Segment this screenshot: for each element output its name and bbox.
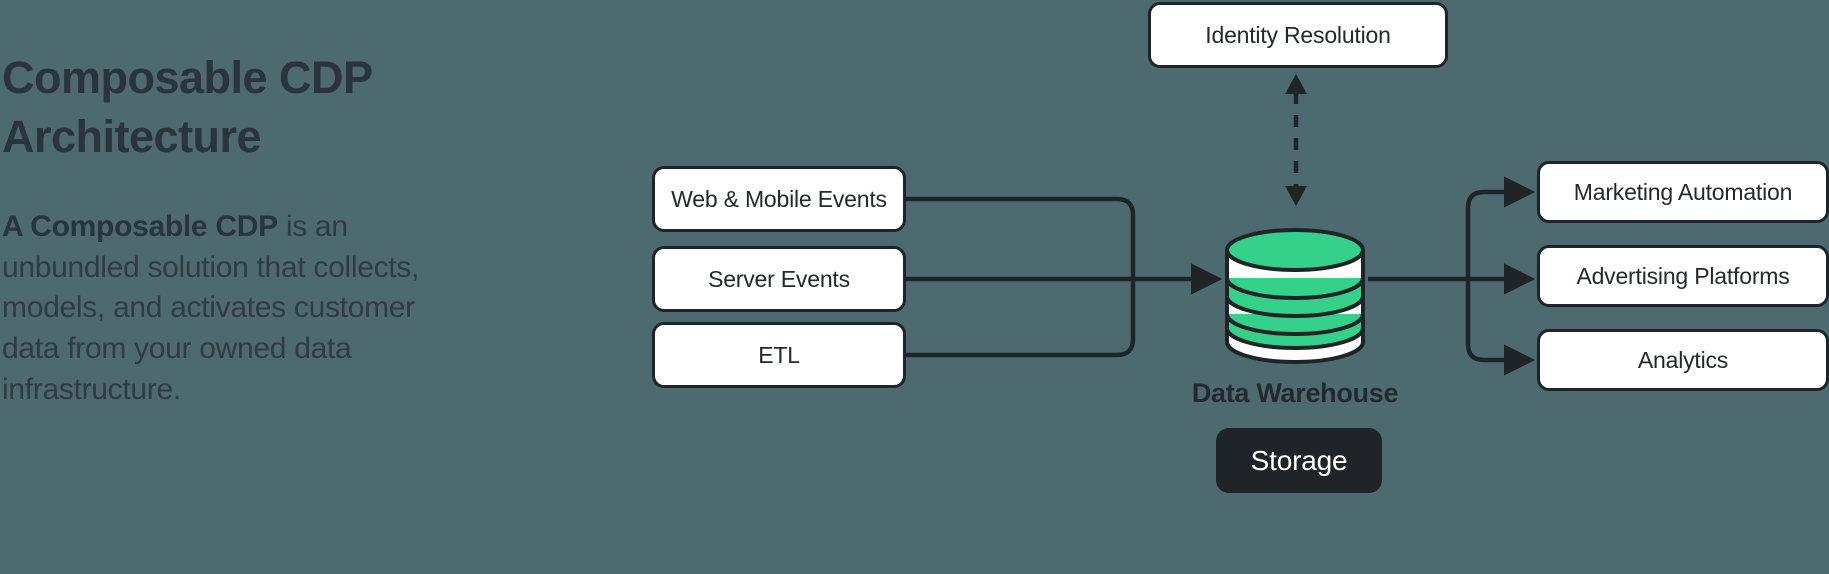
storage-badge[interactable]: Storage [1216, 428, 1382, 493]
node-marketing-automation[interactable]: Marketing Automation [1537, 161, 1829, 223]
page-description-rest: is an unbundled solution that collects, … [2, 209, 420, 406]
node-label: Web & Mobile Events [671, 185, 887, 212]
storage-badge-label: Storage [1250, 444, 1348, 476]
intro-panel: Composable CDP Architecture A Composable… [0, 48, 470, 518]
node-label: Advertising Platforms [1576, 262, 1790, 289]
connector-identity-arrowheads [1285, 74, 1307, 206]
node-analytics[interactable]: Analytics [1537, 329, 1829, 391]
node-label: ETL [758, 341, 800, 368]
page-title-line-2: Architecture [2, 111, 262, 163]
node-identity-resolution[interactable]: Identity Resolution [1148, 2, 1448, 68]
connector-sources-to-warehouse [906, 196, 1223, 358]
page-title: Composable CDP Architecture [0, 48, 470, 167]
node-web-mobile-events[interactable]: Web & Mobile Events [652, 166, 906, 232]
page-title-line-1: Composable CDP [2, 52, 373, 103]
node-label: Marketing Automation [1573, 178, 1793, 205]
node-label: Server Events [708, 265, 850, 292]
data-warehouse-label: Data Warehouse [1191, 378, 1399, 408]
node-advertising-platforms[interactable]: Advertising Platforms [1537, 245, 1829, 307]
database-cylinder-icon [1225, 228, 1365, 364]
node-server-events[interactable]: Server Events [652, 246, 906, 312]
node-etl[interactable]: ETL [652, 322, 906, 388]
page-description: A Composable CDP is an unbundled solutio… [0, 207, 420, 411]
node-label: Analytics [1637, 346, 1729, 373]
node-label: Identity Resolution [1205, 21, 1391, 48]
connector-warehouse-to-destinations [1368, 176, 1536, 376]
page-description-lead: A Composable CDP [2, 209, 278, 243]
